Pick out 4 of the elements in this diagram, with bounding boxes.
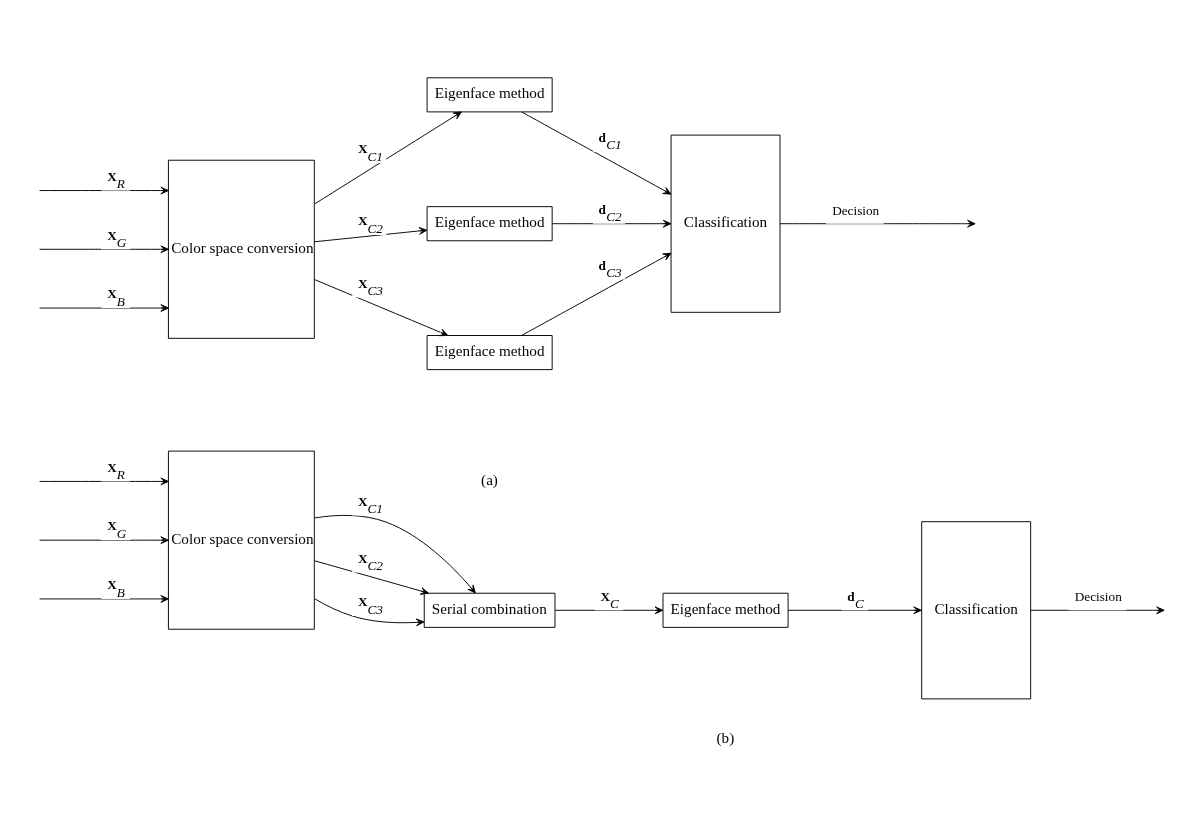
- label: (b): [716, 728, 735, 746]
- label: (a): [481, 470, 498, 488]
- edge-label: Decision: [832, 202, 880, 218]
- edge-label: Decision: [1074, 588, 1122, 604]
